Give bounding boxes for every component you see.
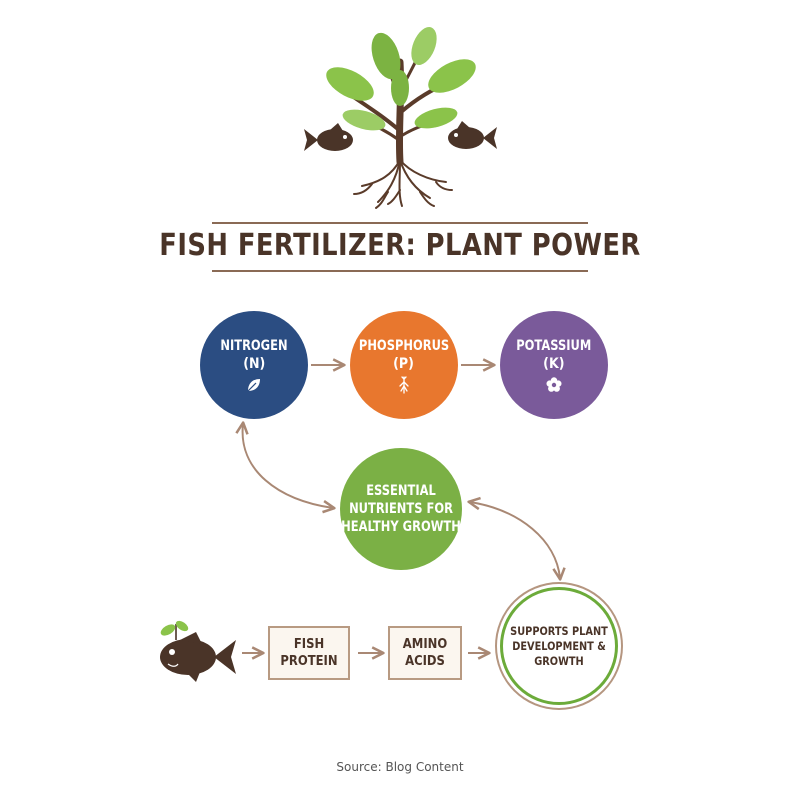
root-icon: [399, 375, 409, 394]
source-caption: Source: Blog Content: [336, 760, 464, 774]
supports-growth-label: SUPPORTS PLANT DEVELOPMENT & GROWTH: [510, 623, 608, 668]
plant-illustration: [304, 27, 497, 209]
arrow-n-essential: [235, 421, 336, 514]
title-rule-bottom: [212, 270, 588, 272]
nitrogen-circle: NITROGEN (N): [200, 311, 308, 419]
arrow-essential-supports: [467, 496, 566, 581]
nitrogen-label: NITROGEN: [220, 337, 288, 354]
phosphorus-label: PHOSPHORUS: [358, 337, 450, 354]
flower-icon: [546, 376, 562, 392]
nitrogen-symbol: (N): [242, 355, 266, 372]
leaf-icon: [247, 378, 260, 391]
phosphorus-symbol: (P): [393, 355, 415, 372]
potassium-symbol: (K): [543, 355, 565, 372]
title-rule-top: [212, 222, 588, 224]
fish-icon: [160, 632, 236, 682]
potassium-circle: POTASSIUM (K): [500, 311, 608, 419]
page-title: FISH FERTILIZER: PLANT POWER: [159, 228, 641, 263]
supports-growth-circle: SUPPORTS PLANT DEVELOPMENT & GROWTH: [500, 587, 618, 705]
amino-acids-box: AMINO ACIDS: [388, 626, 462, 680]
potassium-label: POTASSIUM: [516, 337, 592, 354]
fish-protein-box: FISH PROTEIN: [268, 626, 350, 680]
amino-acids-label: AMINO ACIDS: [402, 636, 448, 669]
plant-leaves: [326, 27, 476, 131]
essential-nutrients-label: ESSENTIAL NUTRIENTS FOR HEALTHY GROWTH: [341, 483, 461, 535]
fish-left-icon: [304, 123, 353, 151]
phosphorus-circle: PHOSPHORUS (P): [350, 311, 458, 419]
sprout-icon: [160, 620, 189, 641]
essential-nutrients-circle: ESSENTIAL NUTRIENTS FOR HEALTHY GROWTH: [340, 448, 462, 570]
fish-right-icon: [448, 121, 497, 149]
fish-protein-label: FISH PROTEIN: [280, 636, 338, 669]
